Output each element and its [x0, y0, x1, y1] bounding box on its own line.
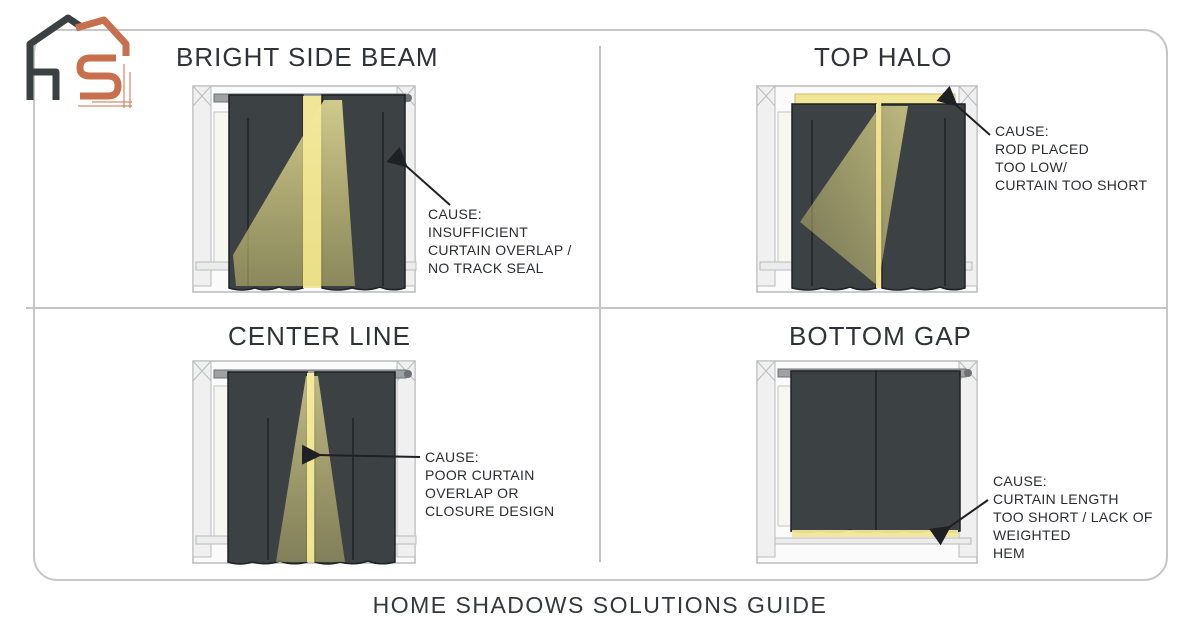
- cause-line: CURTAIN LENGTH: [993, 491, 1119, 507]
- cause-note-bright-side-beam: CAUSE: INSUFFICIENT CURTAIN OVERLAP / NO…: [428, 205, 572, 277]
- cause-line: CLOSURE DESIGN: [425, 503, 555, 519]
- cause-line: CURTAIN OVERLAP /: [428, 242, 572, 258]
- cause-line: TOO SHORT / LACK OF: [993, 509, 1153, 525]
- cause-line: CAUSE:: [428, 206, 482, 222]
- panel-title-center-line: CENTER LINE: [228, 321, 411, 351]
- panel-title-top-halo: TOP HALO: [814, 42, 953, 72]
- guide-frame: [33, 29, 1168, 581]
- cause-line: POOR CURTAIN: [425, 467, 535, 483]
- window-center-line: [192, 360, 421, 565]
- cause-line: OVERLAP OR: [425, 485, 519, 501]
- vertical-divider: [599, 46, 601, 562]
- cause-line: CURTAIN TOO SHORT: [995, 177, 1148, 193]
- cause-line: HEM: [993, 545, 1026, 561]
- cause-line: WEIGHTED: [993, 527, 1071, 543]
- cause-line: TOO LOW/: [995, 159, 1068, 175]
- cause-line: INSUFFICIENT: [428, 224, 529, 240]
- cause-line: NO TRACK SEAL: [428, 260, 544, 276]
- horizontal-divider: [26, 307, 1168, 309]
- window-top-halo: [756, 85, 991, 293]
- cause-note-center-line: CAUSE: POOR CURTAIN OVERLAP OR CLOSURE D…: [425, 448, 554, 520]
- cause-line: ROD PLACED: [995, 141, 1090, 157]
- cause-note-top-halo: CAUSE: ROD PLACED TOO LOW/ CURTAIN TOO S…: [995, 122, 1147, 194]
- cause-line: CAUSE:: [993, 473, 1047, 489]
- window-bottom-gap: [756, 360, 989, 564]
- cause-line: CAUSE:: [995, 123, 1049, 139]
- cause-note-bottom-gap: CAUSE: CURTAIN LENGTH TOO SHORT / LACK O…: [993, 472, 1153, 562]
- panel-title-bright-side-beam: BRIGHT SIDE BEAM: [176, 42, 439, 72]
- cause-line: CAUSE:: [425, 449, 479, 465]
- house-logo-icon: [26, 14, 132, 108]
- window-bright-side-beam: [192, 85, 451, 293]
- guide-footer-title: HOME SHADOWS SOLUTIONS GUIDE: [372, 592, 828, 618]
- panel-title-bottom-gap: BOTTOM GAP: [789, 321, 972, 351]
